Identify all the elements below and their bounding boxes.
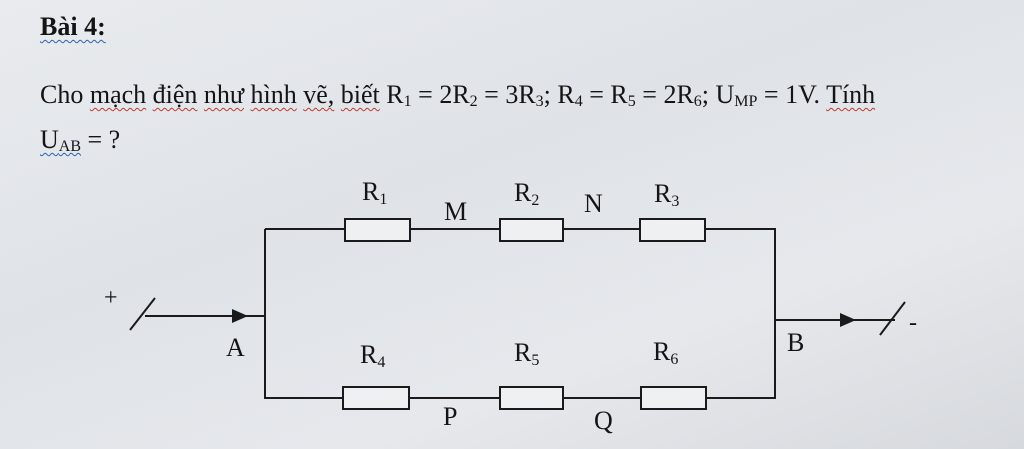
resistor-r6 [640, 386, 707, 410]
formula: R1 = 2R2 = 3R3; R4 = R5 = 2R6; UMP = 1V. [386, 80, 821, 110]
label-n: N [584, 189, 603, 218]
label-p: P [443, 402, 457, 431]
resistor-r5 [499, 386, 564, 410]
wire-bottom [706, 320, 776, 399]
current-arrow-out [840, 313, 856, 327]
label-r2: R2 [514, 178, 539, 209]
current-arrow-in [232, 309, 248, 323]
label-minus: - [909, 310, 917, 336]
resistor-r1 [344, 218, 411, 242]
label-r4: R4 [360, 340, 385, 371]
label-r5: R5 [514, 338, 539, 369]
problem-statement: Cho mạch điện như hình vẽ, biết R1 = 2R2… [40, 80, 876, 155]
label-b: B [787, 328, 804, 357]
label-m: M [444, 197, 467, 226]
resistor-r4 [342, 386, 410, 410]
label-r3: R3 [654, 179, 679, 210]
exercise-heading: Bài 4: [40, 12, 106, 41]
label-q: Q [594, 406, 613, 435]
wire-left [264, 229, 343, 399]
label-plus: + [104, 285, 118, 311]
resistor-r3 [639, 218, 706, 242]
label-r6: R6 [653, 337, 678, 368]
wire-top [705, 228, 776, 320]
question: UAB = ? [40, 125, 121, 155]
input-terminal-slash [129, 297, 156, 331]
resistor-r2 [499, 218, 564, 242]
label-a: A [226, 333, 245, 362]
output-terminal-slash [879, 301, 906, 336]
label-r1: R1 [362, 177, 387, 208]
